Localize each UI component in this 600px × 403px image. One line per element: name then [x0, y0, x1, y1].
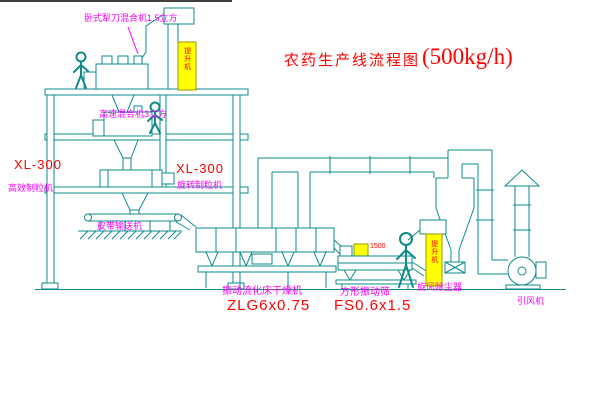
- granulator: [99, 169, 175, 215]
- label-belt-conveyor: 皮带输送机: [97, 221, 143, 231]
- leader-line: [127, 26, 139, 55]
- title-capacity: (500kg/h): [422, 44, 513, 69]
- cyclone-separator: [435, 149, 508, 275]
- induced-draft-fan: [503, 169, 547, 290]
- label-granulator-center-name: 旋转制粒机: [177, 180, 223, 190]
- building-structure: [35, 88, 566, 290]
- title-text: 农药生产线流程图: [284, 52, 421, 69]
- vibrating-sieve: [335, 243, 429, 289]
- elevator-body-right: [425, 233, 443, 287]
- label-mixer-mid: 高速混合机3立方: [99, 109, 168, 119]
- elevator-panel-top: [177, 41, 197, 91]
- label-mixer-top: 卧式犁刀混合机1.5立方: [84, 13, 178, 23]
- worker-figure-2: [147, 101, 163, 134]
- label-granulator-left-name: 高效制粒机: [8, 183, 54, 193]
- horizontal-mixer: [83, 55, 149, 113]
- label-sieve-name: 方形振动筛: [340, 287, 390, 298]
- exhaust-duct: [257, 156, 449, 228]
- label-dryer-name: 振动流化床干燥机: [222, 286, 302, 297]
- worker-figure-1: [73, 51, 89, 89]
- diagram-title: 农药生产线流程图 (500kg/h): [284, 44, 513, 70]
- exhaust-stack: [513, 186, 531, 257]
- label-dimension-1500: 1500: [370, 243, 386, 250]
- label-elevator-right: 提升机: [430, 240, 438, 264]
- label-granulator-left-model: XL-300: [14, 157, 62, 172]
- label-cyclone: 旋风除尘器: [417, 282, 463, 292]
- ground-hatch: [78, 230, 182, 240]
- bucket-elevator-right: [407, 219, 447, 287]
- bucket-elevator-top: [141, 7, 197, 91]
- label-dryer-model: ZLG6x0.75: [227, 297, 311, 314]
- worker-figure-3: [396, 232, 416, 288]
- label-elevator-top: 提升机: [183, 47, 191, 71]
- fluid-bed-dryer: [195, 227, 351, 288]
- sieve-motor-box: [353, 243, 369, 257]
- label-sieve-model: FS0.6x1.5: [334, 297, 412, 314]
- stack-rain-cap: [503, 169, 541, 187]
- high-speed-mixer: [92, 105, 153, 171]
- label-fan: 引风机: [517, 296, 545, 306]
- label-granulator-center-model: XL-300: [176, 161, 224, 176]
- belt-conveyor: [84, 213, 197, 231]
